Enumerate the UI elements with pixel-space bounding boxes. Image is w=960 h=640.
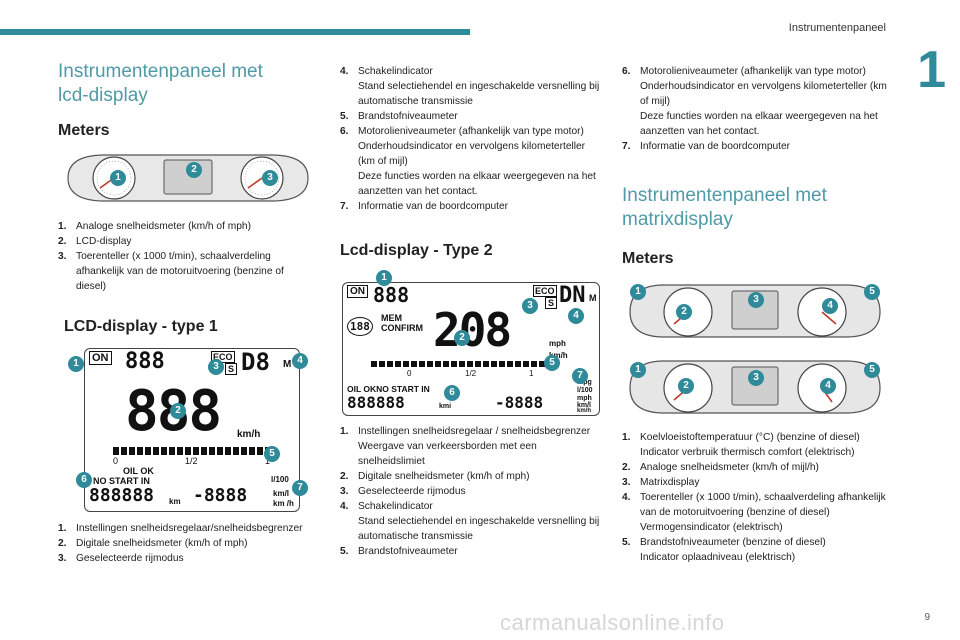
list-item: 5.Brandstofniveaumeter	[340, 546, 458, 557]
list-item: 3.Geselecteerde rijmodus	[58, 553, 184, 564]
list-item: 2.Analoge snelheidsmeter (km/h of mijl/h…	[622, 462, 819, 473]
callout-4: 4	[820, 378, 836, 394]
list-item: 2.Digitale snelheidsmeter (km/h of mph)	[58, 538, 248, 549]
matrix-meters-list: 1.Koelvloeistoftemperatuur (°C) (benzine…	[622, 430, 890, 565]
meters-list: 1.Analoge snelheidsmeter (km/h of mph) 2…	[58, 219, 314, 294]
watermark: carmanualsonline.info	[500, 610, 725, 635]
callout-7: 7	[292, 480, 308, 496]
list-item: 7.Informatie van de boordcomputer	[622, 141, 791, 152]
callout-3: 3	[522, 298, 538, 314]
fuel-gauge-bar	[371, 361, 547, 367]
list-item: 2.Digitale snelheidsmeter (km/h of mph)	[340, 471, 530, 482]
list-item: 4.Schakelindicator Stand selectiehendel …	[340, 501, 600, 542]
list-item: 5.Brandstofniveaumeter (benzine of diese…	[622, 537, 826, 563]
callout-6: 6	[444, 385, 460, 401]
callout-1: 1	[630, 284, 646, 300]
heading-meters: Meters	[58, 122, 110, 139]
list-item: 3.Matrixdisplay	[622, 477, 700, 488]
header-accent-bar	[0, 29, 470, 35]
list-item: 4.Schakelindicator Stand selectiehendel …	[340, 66, 600, 107]
list-item: 2.LCD-display	[58, 236, 132, 247]
lcd-type2-list-cont: 6.Motorolieniveaumeter (afhankelijk van …	[622, 64, 890, 154]
callout-5: 5	[864, 284, 880, 300]
lcd-type2-illustration: ON 888 ECO S DN M 188 MEM CONFIRM 208 mp…	[342, 282, 600, 416]
running-header: Instrumentenpaneel	[788, 22, 886, 34]
list-item: 3.Geselecteerde rijmodus	[340, 486, 466, 497]
callout-3: 3	[208, 359, 224, 375]
list-item: 6.Motorolieniveaumeter (afhankelijk van …	[340, 126, 596, 197]
list-item: 5.Brandstofniveaumeter	[340, 111, 458, 122]
list-item: 1.Analoge snelheidsmeter (km/h of mph)	[58, 221, 251, 232]
callout-1: 1	[68, 356, 84, 372]
matrix-cluster-a-svg	[629, 284, 881, 338]
analog-cluster-illustration: 1 2 3	[62, 152, 314, 204]
callout-1: 1	[376, 270, 392, 286]
callout-2: 2	[676, 304, 692, 320]
list-item: 1.Instellingen snelheidsregelaar/snelhei…	[58, 523, 303, 534]
callout-3: 3	[748, 292, 764, 308]
list-item: 6.Motorolieniveaumeter (afhankelijk van …	[622, 66, 887, 137]
callout-4: 4	[822, 298, 838, 314]
chapter-number: 1	[917, 41, 946, 99]
callout-4: 4	[568, 308, 584, 324]
heading-meters-matrix: Meters	[622, 250, 674, 267]
list-item: 7.Informatie van de boordcomputer	[340, 201, 509, 212]
callout-4: 4	[292, 353, 308, 369]
lcd-type1-list: 1.Instellingen snelheidsregelaar/snelhei…	[58, 521, 314, 566]
list-item: 1.Koelvloeistoftemperatuur (°C) (benzine…	[622, 432, 860, 458]
fuel-gauge-bar	[113, 447, 273, 455]
list-item: 3.Toerenteller (x 1000 t/min), schaalver…	[58, 251, 284, 292]
lcd-type1-list-cont: 4.Schakelindicator Stand selectiehendel …	[340, 64, 602, 214]
section-title-matrix: Instrumentenpaneel met matrixdisplay	[622, 185, 827, 230]
lcd-type1-illustration: ON 888 ECO S D8 M 888 km/h 0 1/2 1 OIL O…	[84, 348, 300, 512]
matrix-cluster-b-svg	[629, 360, 881, 414]
page-number: 9	[924, 612, 930, 623]
callout-5: 5	[264, 446, 280, 462]
callout-3: 3	[262, 170, 278, 186]
heading-lcd-type1: LCD-display - type 1	[64, 318, 218, 335]
callout-1: 1	[630, 362, 646, 378]
heading-lcd-type2: Lcd-display - Type 2	[340, 242, 493, 259]
callout-2: 2	[170, 403, 186, 419]
section-title-lcd: Instrumentenpaneel met lcd-display	[58, 61, 263, 106]
callout-3: 3	[748, 370, 764, 386]
callout-5: 5	[864, 362, 880, 378]
callout-2: 2	[454, 330, 470, 346]
list-item: 1.Instellingen snelheidsregelaar / snelh…	[340, 426, 591, 467]
callout-7: 7	[572, 368, 588, 384]
analog-cluster-svg	[67, 154, 309, 202]
callout-5: 5	[544, 355, 560, 371]
lcd-type2-list: 1.Instellingen snelheidsregelaar / snelh…	[340, 424, 602, 559]
matrix-cluster-b-illustration: 1 2 3 4 5	[626, 358, 884, 416]
callout-6: 6	[76, 472, 92, 488]
matrix-cluster-a-illustration: 1 2 3 4 5	[626, 282, 884, 340]
callout-2: 2	[678, 378, 694, 394]
callout-1: 1	[110, 170, 126, 186]
list-item: 4.Toerenteller (x 1000 t/min), schaalver…	[622, 492, 886, 533]
callout-2: 2	[186, 162, 202, 178]
